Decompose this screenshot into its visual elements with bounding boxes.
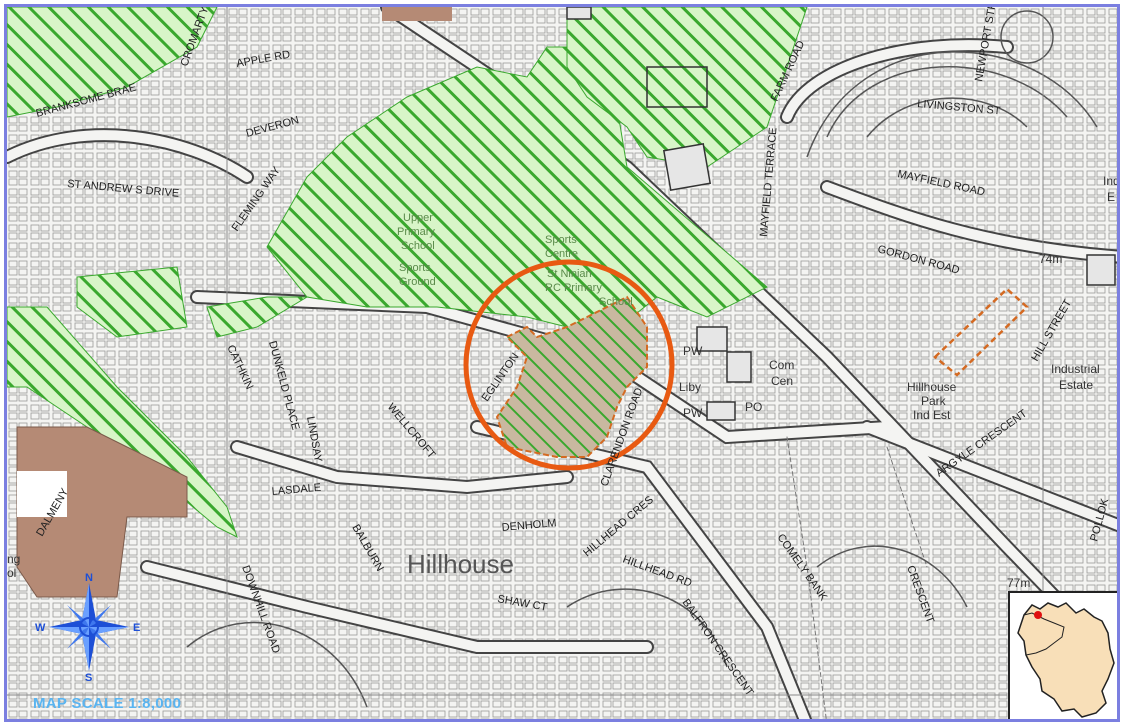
label-sports-centre: Sports — [545, 234, 577, 246]
label-sports-ground-2: Ground — [399, 276, 436, 288]
crescents — [186, 10, 1098, 708]
brown-zone — [16, 426, 188, 598]
label-cen: Cen — [771, 374, 793, 388]
site-focus-circle[interactable] — [463, 259, 675, 471]
map-scale-label: MAP SCALE 1:8,000 — [33, 695, 182, 712]
label-sports-ground: Sports — [399, 262, 431, 274]
label-denholm: DENHOLM — [501, 517, 557, 534]
label-upper-school-2: Primary — [397, 226, 435, 238]
label-st-ninian-2: RC Primary — [545, 282, 602, 294]
open-space-school-grounds — [266, 46, 768, 338]
label-com: Com — [769, 358, 794, 372]
inset-region — [1017, 602, 1115, 718]
label-po: PO — [745, 400, 762, 414]
compass-n: N — [85, 572, 93, 584]
label-hillhouse-park-2: Park — [921, 394, 947, 408]
compass-s: S — [85, 672, 92, 681]
brown-zone-top — [382, 7, 452, 21]
open-space-west-strip — [206, 296, 309, 338]
map-frame: HILL STREET GORDON ROAD MAYFIELD ROAD LI… — [4, 4, 1120, 722]
label-upper-school: Upper — [403, 212, 433, 224]
label-industrial-2: Estate — [1059, 378, 1093, 392]
label-height-74: 74m — [1039, 252, 1062, 266]
label-ng-partial: ng — [7, 552, 20, 566]
feature-labels: Upper Primary School Sports Ground Sport… — [7, 174, 1120, 590]
open-space-north-west — [7, 7, 218, 118]
label-upper-school-3: School — [401, 240, 435, 252]
label-hillhouse-park: Hillhouse — [907, 380, 957, 394]
label-ind-partial: Ind — [1103, 174, 1120, 188]
site-polygon[interactable] — [495, 295, 648, 458]
buildings — [566, 7, 1116, 421]
open-space-west — [76, 266, 188, 338]
compass-rose: N S E W — [35, 572, 140, 681]
open-space-north — [566, 7, 808, 168]
label-height-77: 77m — [1007, 576, 1030, 590]
roads — [7, 7, 1117, 719]
label-ng-partial-2: ol — [7, 566, 16, 580]
label-lasdale: LASDALE — [271, 482, 321, 498]
label-sports-centre-2: Centre — [545, 248, 578, 260]
location-inset[interactable] — [1008, 591, 1117, 719]
compass-e: E — [133, 622, 140, 634]
blank-plot — [17, 471, 67, 517]
compass-w: W — [35, 622, 46, 634]
label-industrial: Industrial — [1051, 362, 1100, 376]
label-hillhouse: Hillhouse — [407, 549, 514, 579]
label-pw-2: PW — [683, 406, 703, 420]
label-pw-1: PW — [683, 344, 703, 358]
industrial-site-outline[interactable] — [933, 287, 1029, 377]
inset-location-dot — [1034, 611, 1042, 619]
label-liby: Liby — [679, 380, 701, 394]
map-canvas[interactable]: HILL STREET GORDON ROAD MAYFIELD ROAD LI… — [7, 7, 1120, 722]
inset-map — [1017, 602, 1115, 718]
label-st-ninian-3: School — [599, 296, 633, 308]
label-hillhouse-park-3: Ind Est — [913, 408, 951, 422]
label-st-ninian: St Ninian — [547, 268, 592, 280]
label-ind-partial-2: E — [1107, 190, 1115, 204]
